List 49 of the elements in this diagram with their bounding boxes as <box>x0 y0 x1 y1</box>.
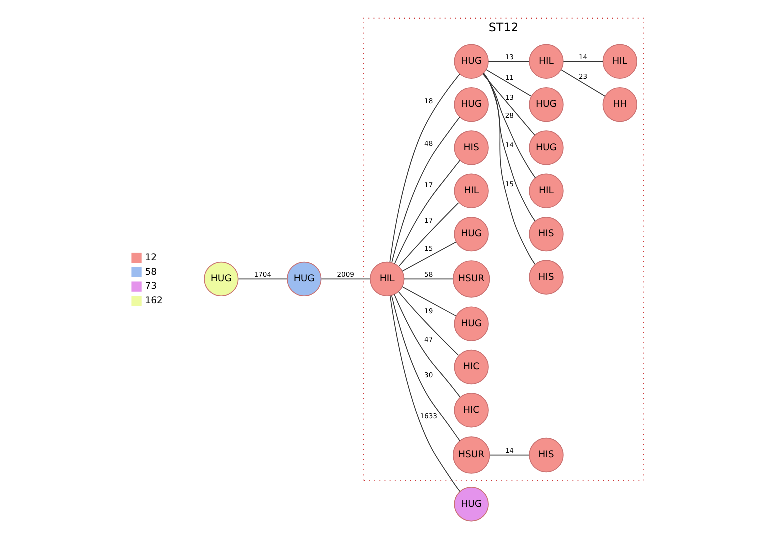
connector <box>486 70 532 97</box>
connector <box>562 61 603 62</box>
connector <box>320 278 370 280</box>
connector <box>482 74 535 136</box>
connector <box>402 242 456 272</box>
connector <box>482 73 536 222</box>
node-circle: HIL <box>602 44 637 79</box>
node-circle: HIL <box>370 262 404 297</box>
node-circle: HUG <box>454 87 488 122</box>
node-circle: HIS <box>528 438 564 473</box>
node-circle: HUG <box>454 44 488 79</box>
connector <box>404 278 454 280</box>
connector <box>391 116 460 264</box>
node-circle: HUG <box>454 306 488 342</box>
legend-label: 12 <box>144 252 157 264</box>
connector <box>398 291 459 356</box>
connector <box>402 286 456 317</box>
connector <box>482 74 536 179</box>
node-circle: HIL <box>528 174 564 209</box>
connector <box>488 61 530 62</box>
connector <box>389 296 460 492</box>
node-circle: HUG <box>454 216 488 252</box>
node-circle: HH <box>602 87 637 122</box>
node-circle: HIS <box>528 260 564 295</box>
node-circle: HIL <box>528 44 564 79</box>
node-circle: HIC <box>454 350 488 385</box>
connector <box>390 295 460 442</box>
node-circle: HSUR <box>452 260 490 298</box>
node-circle: HIL <box>454 174 488 209</box>
legend-label: 162 <box>144 296 162 307</box>
node-circle: HIS <box>454 130 488 166</box>
node-circle: HSUR <box>452 436 490 474</box>
node-circle: HUG <box>528 130 564 166</box>
connector <box>238 278 288 280</box>
connector <box>394 160 460 264</box>
connector <box>389 74 460 263</box>
node-circle: HUG <box>528 87 564 122</box>
legend-label: 73 <box>144 281 157 292</box>
node-circle: HUG <box>286 262 322 297</box>
connector <box>560 70 606 97</box>
connector <box>398 202 459 267</box>
node-circle: HUG <box>204 262 238 297</box>
legend-label: 58 <box>144 266 157 278</box>
connector <box>394 294 460 398</box>
connector <box>483 73 536 266</box>
connector <box>489 454 530 456</box>
node-circle: HIS <box>528 216 564 252</box>
node-circle: HIC <box>454 393 488 428</box>
node-circle: HUG <box>454 487 488 522</box>
